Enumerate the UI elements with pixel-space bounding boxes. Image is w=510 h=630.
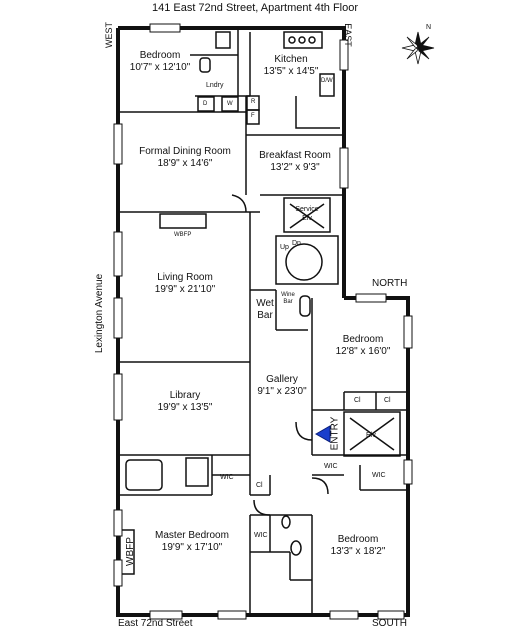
main-elevator-label: Elv	[366, 432, 376, 439]
entry-label: ENTRY	[329, 416, 341, 451]
compass-west-label: WEST	[104, 22, 114, 48]
street-bottom-label: East 72nd Street	[118, 618, 193, 629]
room-bedroom-nw-size: 10'7" x 12'10"	[129, 62, 191, 73]
service-elevator-name: Service	[295, 206, 319, 213]
room-master-name: Master Bedroom	[155, 530, 229, 541]
closet-ne-1: Cl	[354, 397, 361, 404]
wic-master-1: WIC	[220, 474, 234, 481]
living-fireplace-label: WBFP	[174, 232, 192, 238]
street-left-label: Lexington Avenue	[94, 273, 106, 354]
room-library-name: Library	[169, 390, 201, 401]
compass-rose-letter: N	[426, 24, 432, 31]
service-elevator-sub: Elv	[302, 215, 312, 222]
compass-south-label: SOUTH	[372, 618, 407, 629]
wine-bar-line2: Bar	[283, 299, 293, 305]
room-master-size: 19'9" x 17'10"	[161, 542, 223, 553]
room-laundry-name: Lndry	[206, 82, 224, 89]
room-dining-name: Formal Dining Room	[139, 146, 231, 157]
wet-bar-line1: Wet	[256, 298, 274, 309]
plan-title: 141 East 72nd Street, Apartment 4th Floo…	[151, 2, 359, 14]
master-fireplace-label: WBFP	[124, 537, 136, 566]
kitchen-freezer: F	[251, 113, 255, 119]
room-library-size: 19'9" x 13'5"	[157, 402, 213, 413]
compass-east-label: EAST	[342, 23, 353, 47]
compass-rose-icon	[401, 31, 435, 65]
wine-bar-line1: Wine	[281, 292, 295, 298]
room-bedroom-se-name: Bedroom	[337, 534, 379, 545]
room-gallery-size: 9'1" x 23'0"	[257, 386, 307, 397]
entry-arrow	[314, 425, 331, 443]
room-dining-size: 18'9" x 14'6"	[157, 158, 213, 169]
wic-east: WIC	[372, 472, 386, 479]
wic-gallery: WIC	[324, 463, 338, 470]
room-gallery-name: Gallery	[266, 374, 298, 385]
room-living-name: Living Room	[157, 272, 213, 283]
room-breakfast-size: 13'2" x 9'3"	[270, 162, 320, 173]
closet-gallery: Cl	[256, 482, 263, 489]
room-bedroom-ne-size: 12'8" x 16'0"	[335, 346, 391, 357]
stairs-up: Up	[280, 244, 289, 251]
room-bedroom-nw-name: Bedroom	[139, 50, 181, 61]
room-bedroom-se-size: 13'3" x 18'2"	[330, 546, 386, 557]
compass-north-label: NORTH	[372, 278, 408, 289]
wic-master-2: WIC	[254, 532, 268, 539]
laundry-dryer: D	[203, 101, 208, 107]
laundry-washer: W	[227, 101, 233, 107]
room-bedroom-ne-name: Bedroom	[342, 334, 384, 345]
room-breakfast-name: Breakfast Room	[259, 150, 331, 161]
kitchen-refrigerator: R	[251, 99, 256, 105]
exterior-wall-top	[118, 26, 346, 298]
closet-ne-2: Cl	[384, 397, 391, 404]
kitchen-dishwasher: D/W	[321, 78, 333, 84]
room-kitchen-size: 13'5" x 14'5"	[263, 66, 319, 77]
stairs-down: Dn	[292, 240, 301, 247]
wet-bar-line2: Bar	[257, 310, 273, 321]
room-kitchen-name: Kitchen	[274, 54, 308, 65]
room-living-size: 19'9" x 21'10"	[154, 284, 216, 295]
